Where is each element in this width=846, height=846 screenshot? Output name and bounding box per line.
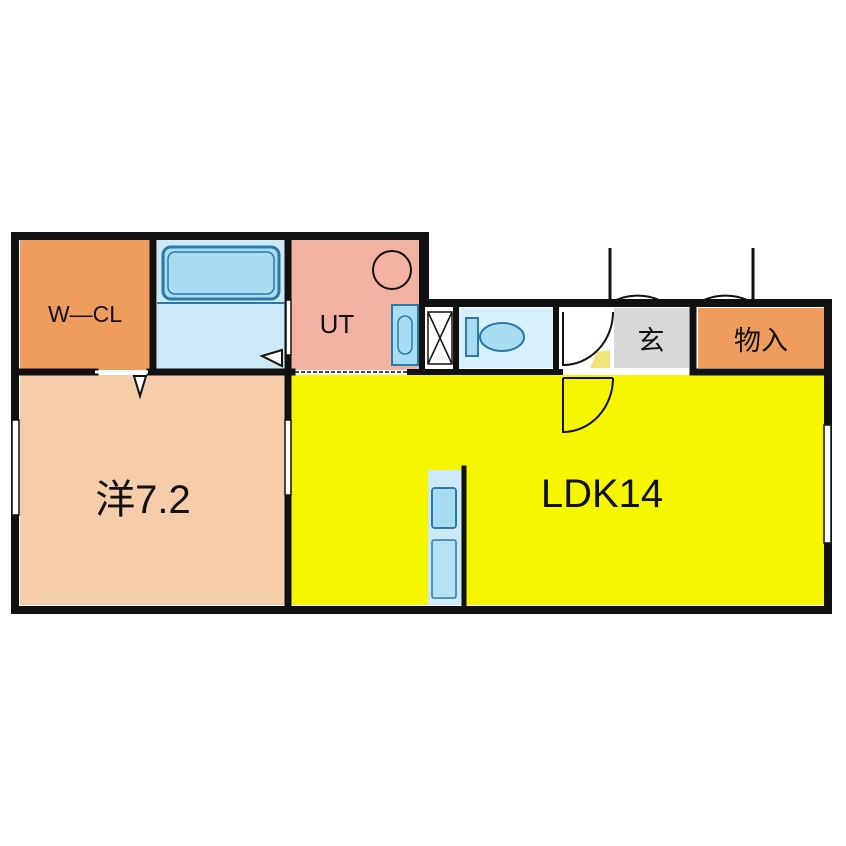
pipe-shaft-cross-2 — [427, 311, 453, 365]
doors — [95, 248, 755, 434]
utility-label: UT — [320, 309, 355, 339]
kitchen-sink — [431, 487, 457, 529]
windows — [11, 299, 832, 544]
bathtub-inner — [167, 251, 275, 295]
storage-room — [698, 308, 824, 368]
window-western-left — [11, 419, 20, 516]
walk-in-closet-room — [20, 240, 150, 370]
entrance-inner-door — [562, 311, 614, 367]
room-labels: W—CL UT 玄 物入 洋7.2 LDK14 — [48, 301, 788, 522]
storage-door — [697, 248, 754, 305]
kitchen-stove — [431, 539, 457, 599]
storage-label: 物入 — [734, 326, 788, 356]
entrance-floor-area — [590, 350, 610, 368]
western-room — [20, 375, 285, 605]
entrance-room — [614, 308, 689, 368]
toilet-bowl — [479, 322, 525, 352]
fixtures — [157, 245, 525, 599]
bath-door-marker — [259, 348, 283, 368]
ldk-room — [291, 375, 824, 605]
window-western-ldk — [284, 419, 292, 496]
entrance-label: 玄 — [638, 326, 665, 356]
exterior-entrance-door — [609, 248, 666, 305]
washing-machine-icon — [372, 250, 412, 290]
hall-ldk-door-swing — [562, 377, 614, 434]
walk-in-closet-label: W—CL — [48, 301, 122, 327]
window-bath-ut — [285, 299, 292, 356]
ldk-label: LDK14 — [541, 472, 663, 516]
toilet-tank — [465, 317, 479, 357]
pipe-shaft — [427, 311, 453, 365]
window-ldk-right — [823, 424, 832, 544]
washbasin-bowl — [397, 315, 413, 355]
western-room-label: 洋7.2 — [95, 478, 191, 522]
western-door-marker — [132, 375, 148, 400]
